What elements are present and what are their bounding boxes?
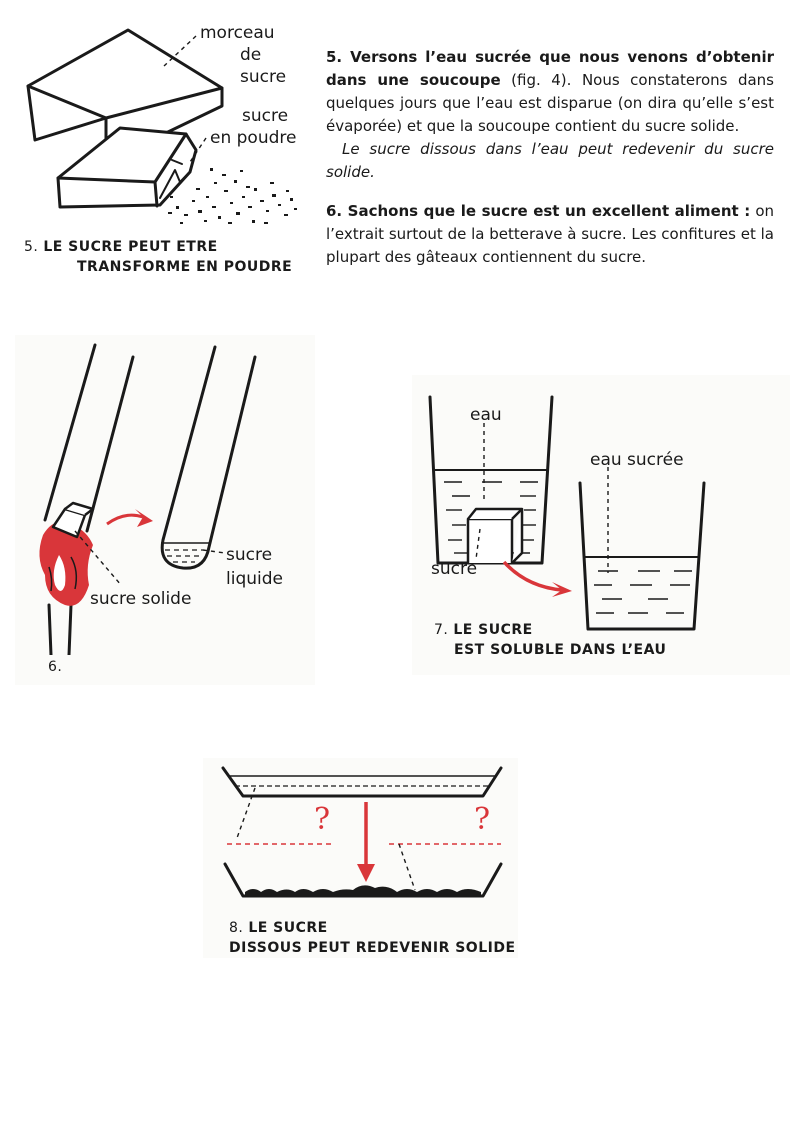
paragraph-6: 6. Sachons que le sucre est un excellent… (326, 202, 774, 266)
question-mark-left: ? (314, 802, 331, 837)
sugar-cubes-illustration (26, 28, 297, 224)
lesson-text: 5. Versons l’eau sucrée que nous venons … (326, 46, 774, 269)
label-eau: eau (470, 405, 502, 425)
figure-5-caption: 5. LE SUCRE PEUT ETRE TRANSFORME EN POUD… (24, 239, 293, 276)
label-sucre-en-poudre: sucre en poudre (210, 106, 297, 148)
label-sucre-liquide: sucre liquide (226, 545, 283, 589)
label-eau-sucree: eau sucrée (590, 450, 684, 470)
label-morceau-de-sucre: morceau de sucre (200, 23, 287, 87)
figure-8-caption: 8. LE SUCRE DISSOUS PEUT REDEVENIR SOLID… (229, 920, 516, 957)
figure-7-caption: 7. LE SUCRE EST SOLUBLE DANS L’EAU (434, 622, 667, 659)
figure-8-panel (203, 758, 518, 958)
paragraph-5: 5. Versons l’eau sucrée que nous venons … (326, 48, 774, 135)
paragraph-5-italic: Le sucre dissous dans l’eau peut redeven… (326, 140, 774, 181)
dissolving-sugar-illustration (428, 395, 706, 631)
label-sucre: sucre (431, 559, 478, 579)
figure-6-caption: 6. (48, 659, 63, 675)
label-sucre-solide: sucre solide (90, 589, 192, 609)
question-mark-right: ? (474, 802, 491, 837)
melting-sugar-illustration (39, 343, 257, 655)
evaporation-saucer-illustration (221, 766, 503, 898)
